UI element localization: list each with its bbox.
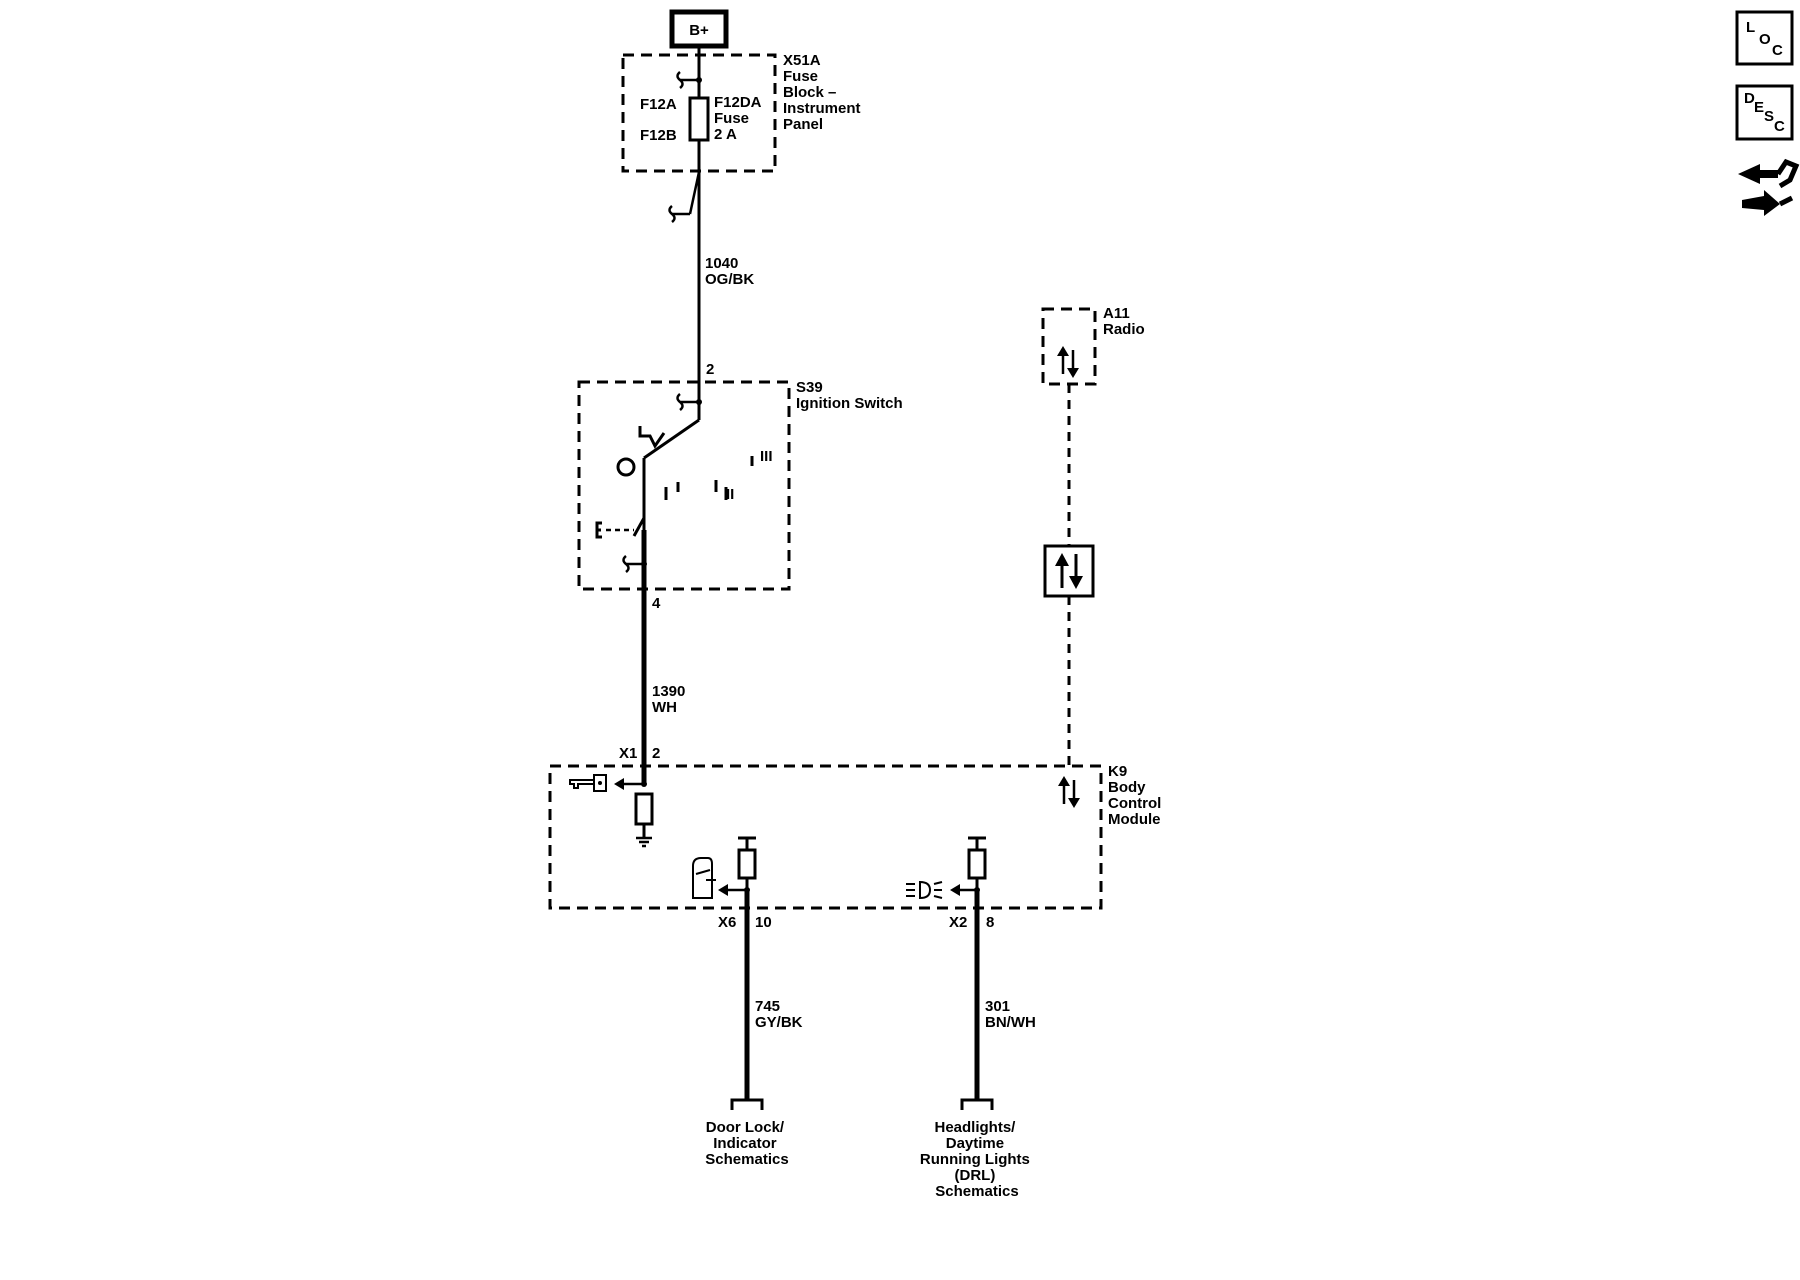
- door-lock-output-circuit: [692, 836, 757, 899]
- description-icon: [1735, 84, 1794, 141]
- bcm-conn-x2: X2: [949, 914, 967, 931]
- radio-name: A11 Radio: [1103, 305, 1145, 338]
- ignition-switch: S39 Ignition Switch 2 4: [577, 361, 903, 612]
- bcm-pin-x2: 8: [986, 914, 994, 931]
- key-icon: [569, 774, 607, 792]
- svg-text:O: O: [1759, 31, 1771, 48]
- ignition-switch-name: S39 Ignition Switch: [796, 379, 903, 412]
- ignition-input-circuit: [569, 774, 654, 848]
- ref-door-lock: Door Lock/ Indicator Schematics: [705, 1119, 788, 1168]
- radio-module: A11 Radio: [1041, 305, 1145, 386]
- battery-icon: B+: [669, 9, 729, 49]
- headlamp-output-circuit: [906, 836, 987, 900]
- svg-text:E: E: [1754, 99, 1764, 116]
- fuse-block: X51A Fuse Block – Instrument Panel F12A …: [621, 52, 865, 173]
- location-icon: [1735, 10, 1794, 66]
- svg-text:C: C: [1772, 42, 1783, 59]
- wire-745-label: 745 GY/BK: [755, 998, 803, 1031]
- svg-text:S: S: [1764, 108, 1774, 125]
- fuse-block-name: X51A Fuse Block – Instrument Panel: [783, 52, 865, 133]
- bcm-conn-x6: X6: [718, 914, 736, 931]
- battery-label: B+: [689, 22, 709, 39]
- wire-1040-label: 1040 OG/BK: [705, 255, 754, 288]
- fuse-pin-b: F12B: [640, 127, 677, 144]
- svg-text:C: C: [1774, 118, 1785, 135]
- switch-pin-out: 4: [652, 595, 661, 612]
- fuse-rating: F12DA Fuse 2 A: [714, 94, 765, 143]
- svg-text:D: D: [1744, 90, 1755, 107]
- ref-headlights: Headlights/ Daytime Running Lights (DRL)…: [920, 1119, 1034, 1200]
- switch-pos-3: III: [760, 448, 773, 465]
- location-button[interactable]: L O C: [1735, 10, 1794, 66]
- serial-data-icon: [1043, 544, 1095, 598]
- wire-1390-label: 1390 WH: [652, 683, 690, 716]
- headlamp-icon: [906, 880, 943, 900]
- bcm-conn-x1: X1: [619, 745, 637, 762]
- bcm-pin-x6: 10: [755, 914, 772, 931]
- description-button[interactable]: D E S C: [1735, 84, 1794, 141]
- ignition-switch-icon: III II: [595, 393, 773, 573]
- switch-pin-in: 2: [706, 361, 714, 378]
- connector-icon: [668, 171, 701, 223]
- fuse-pin-a: F12A: [640, 96, 677, 113]
- serial-data-icon: [1058, 776, 1080, 808]
- bcm-pin-x1: 2: [652, 745, 660, 762]
- body-control-module: K9 Body Control Module X1 2 X6 10 X2 8: [548, 745, 1166, 931]
- ground-icon: [636, 836, 652, 848]
- door-lock-icon: [692, 857, 716, 899]
- wire-301-label: 301 BN/WH: [985, 998, 1036, 1031]
- wrench-arrows-icon: [1738, 158, 1800, 216]
- fuse-icon: [688, 96, 710, 142]
- service-button[interactable]: [1738, 158, 1800, 216]
- serial-data-icon: [1057, 346, 1079, 378]
- connector-icon: [676, 71, 702, 89]
- switch-pos-2: II: [726, 486, 734, 503]
- bcm-name: K9 Body Control Module: [1108, 763, 1166, 828]
- svg-text:L: L: [1746, 19, 1755, 36]
